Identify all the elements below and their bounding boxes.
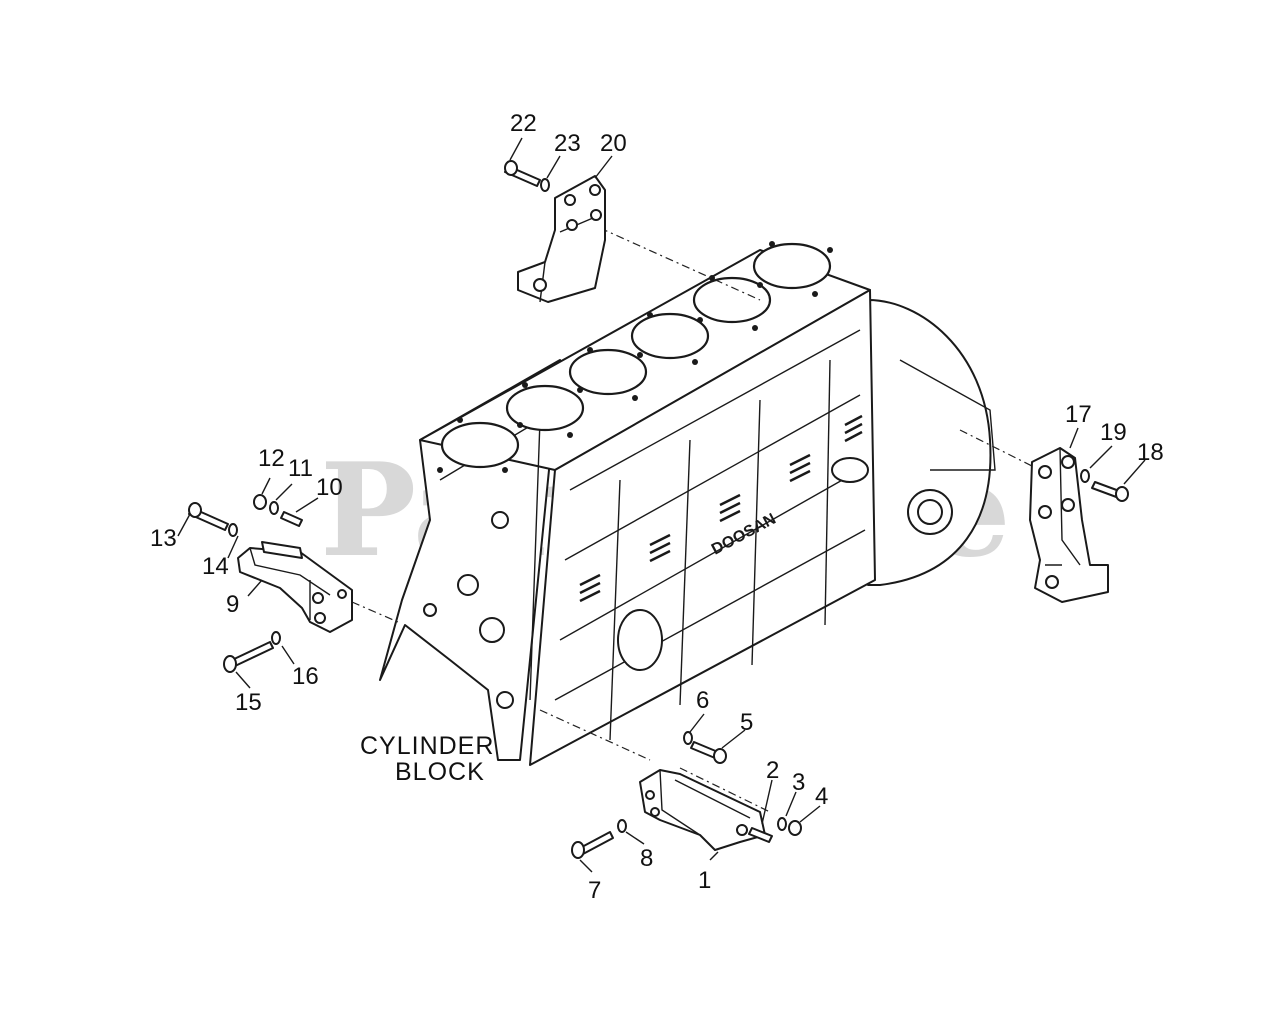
callout-7: 7	[588, 877, 601, 904]
part-23-washer	[540, 178, 550, 192]
callout-12: 12	[258, 445, 285, 472]
part-17-bracket	[1029, 447, 1109, 603]
callout-17: 17	[1065, 401, 1092, 428]
callout-20: 20	[600, 130, 627, 157]
part-13-bolt	[188, 502, 229, 531]
part-12-nut	[253, 494, 267, 510]
callout-14: 14	[202, 553, 229, 580]
part-16-washer	[271, 631, 281, 645]
callout-22: 22	[510, 110, 537, 137]
callout-1: 1	[698, 867, 711, 894]
callout-15: 15	[235, 689, 262, 716]
callout-leaders	[177, 137, 1146, 873]
callout-19: 19	[1100, 419, 1127, 446]
part-11-washer	[269, 501, 279, 515]
part-20-bracket	[517, 175, 606, 303]
cylinder-block-label-line-2: BLOCK	[395, 758, 485, 786]
callout-numbers: 22 23 20 12 11 10 13 14 9 15 16 17 19 18…	[150, 110, 1164, 904]
cylinder-block: DOOSAN	[379, 241, 996, 766]
part-22-bolt	[504, 160, 541, 187]
callout-10: 10	[316, 474, 343, 501]
callout-3: 3	[792, 769, 805, 796]
callout-5: 5	[740, 709, 753, 736]
cylinder-block-label-line-1: CYLINDER	[360, 732, 494, 760]
part-4-nut	[788, 820, 802, 836]
callout-16: 16	[292, 663, 319, 690]
part-2-stud	[748, 827, 773, 843]
callout-6: 6	[696, 687, 709, 714]
part-5-bolt	[690, 741, 727, 764]
callout-13: 13	[150, 525, 177, 552]
callout-11: 11	[288, 455, 313, 482]
part-7-bolt	[571, 831, 614, 859]
part-9-bracket	[237, 541, 353, 633]
assembly-leader-lines	[351, 227, 1041, 813]
part-19-washer	[1080, 469, 1090, 483]
callout-23: 23	[554, 130, 581, 157]
part-18-bolt	[1091, 481, 1129, 502]
part-6-washer	[683, 731, 693, 745]
part-15-bolt	[223, 641, 274, 673]
callout-4: 4	[815, 783, 828, 810]
part-3-washer	[777, 817, 787, 831]
callout-9: 9	[226, 591, 239, 618]
callout-8: 8	[640, 845, 653, 872]
callout-18: 18	[1137, 439, 1164, 466]
part-10-stud	[280, 511, 303, 527]
part-8-washer	[617, 819, 627, 833]
part-14-washer	[228, 523, 238, 537]
callout-2: 2	[766, 757, 779, 784]
part-1-bracket	[639, 769, 766, 851]
